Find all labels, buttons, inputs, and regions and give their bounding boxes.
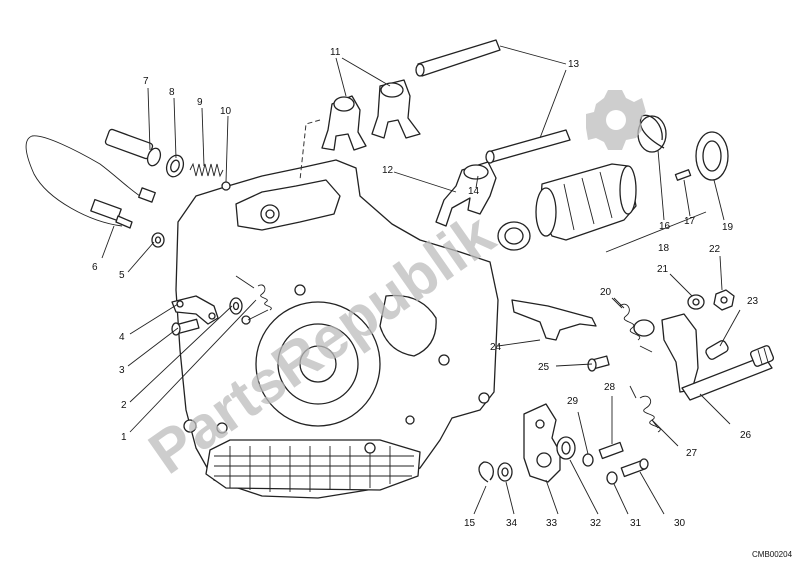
washer-part-21 [687, 294, 705, 310]
screw-part-28 [598, 441, 624, 460]
callout-13: 13 [568, 59, 580, 70]
callout-27: 27 [686, 448, 698, 459]
callout-1: 1 [121, 432, 127, 443]
fork-guide-dashes [299, 119, 321, 181]
spring-part-9 [189, 162, 224, 178]
callout-16: 16 [659, 221, 671, 232]
callout-29: 29 [567, 396, 579, 407]
callout-25: 25 [538, 362, 550, 373]
neutral-sensor-part-6 [25, 135, 156, 229]
drum-group-bracket [605, 211, 707, 253]
callout-14: 14 [468, 186, 480, 197]
callout-26: 26 [740, 430, 752, 441]
circlip-part-16 [637, 114, 667, 153]
pin-part-23 [705, 340, 729, 360]
callout-6: 6 [92, 262, 98, 273]
spring-part-1 [235, 275, 272, 321]
callout-7: 7 [143, 76, 149, 87]
callout-21: 21 [657, 264, 669, 275]
callout-30: 30 [674, 518, 686, 529]
selector-drum-part-18 [497, 163, 637, 251]
shift-fork-part-12 [435, 161, 497, 227]
washer-part-34 [497, 462, 513, 482]
shift-shaft-part-26 [633, 313, 775, 401]
bushing-part-32 [556, 436, 576, 460]
callout-34: 34 [506, 518, 518, 529]
circlip-part-15 [478, 461, 495, 483]
callout-4: 4 [119, 332, 125, 343]
callout-23: 23 [747, 296, 759, 307]
washer-part-19 [695, 131, 729, 181]
callout-31: 31 [630, 518, 642, 529]
callout-28: 28 [604, 382, 616, 393]
screw-part-25 [587, 355, 610, 372]
lever-part-4 [171, 295, 219, 325]
washer-part-2 [229, 297, 243, 315]
callout-11: 11 [330, 47, 341, 58]
crankcase-half [175, 159, 499, 499]
callout-15: 15 [464, 518, 476, 529]
callout-8: 8 [169, 87, 175, 98]
callout-10: 10 [220, 106, 232, 117]
ball-part-10 [221, 181, 231, 191]
washer-part-8 [165, 154, 185, 178]
callout-17: 17 [684, 216, 696, 227]
callout-32: 32 [590, 518, 602, 529]
screw-part-30 [620, 458, 649, 478]
callout-2: 2 [121, 400, 127, 411]
washer-part-29 [582, 453, 594, 467]
callout-22: 22 [709, 244, 721, 255]
callout-3: 3 [119, 365, 125, 376]
callout-5: 5 [119, 270, 125, 281]
leader-lines [101, 45, 741, 515]
spring-part-27 [629, 385, 661, 433]
callout-24: 24 [490, 342, 502, 353]
callout-33: 33 [546, 518, 558, 529]
pawl-part-24 [511, 299, 597, 341]
shift-fork-part-11 [321, 79, 421, 151]
callout-19: 19 [722, 222, 734, 233]
plunger-bolt-part-7 [104, 128, 162, 167]
callout-20: 20 [600, 287, 612, 298]
gear-icon [586, 90, 646, 150]
spring-part-20 [613, 297, 653, 353]
nut-part-22 [713, 289, 735, 311]
callout-18: 18 [658, 243, 670, 254]
callout-9: 9 [197, 97, 203, 108]
callout-12: 12 [382, 165, 394, 176]
washer-part-31 [606, 471, 618, 485]
callout-labels: 1 2 3 4 5 6 7 8 9 10 11 12 13 14 15 16 1… [92, 47, 759, 529]
washer-part-5 [151, 232, 165, 248]
bracket-plate-part-33 [523, 403, 561, 483]
pin-part-17 [674, 169, 692, 181]
diagram-code: CMB00204 [752, 550, 793, 559]
